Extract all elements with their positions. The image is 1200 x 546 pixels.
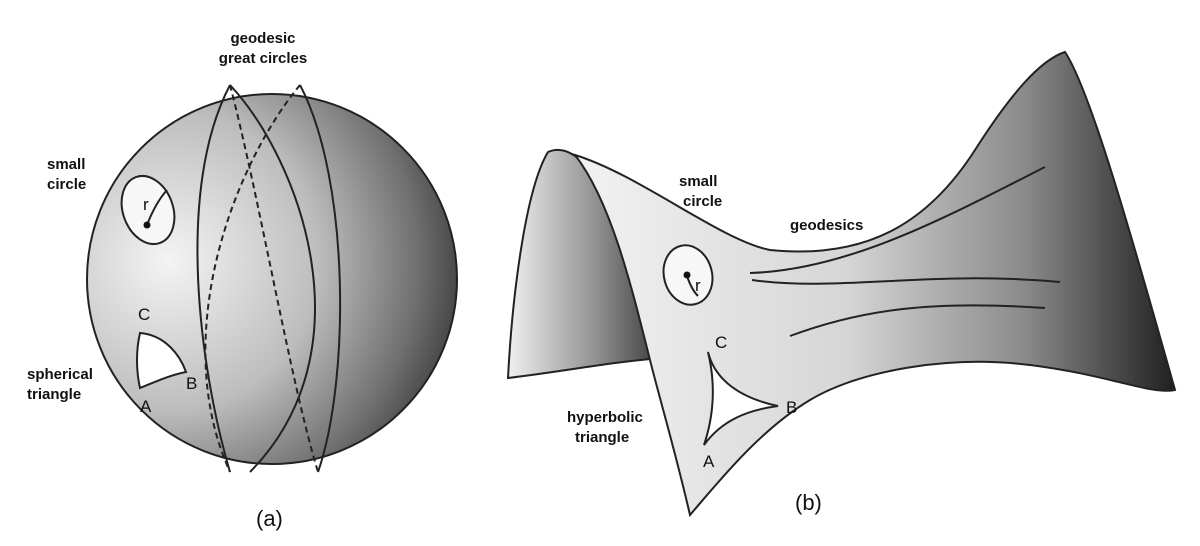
small-circle-label-b1: small xyxy=(679,173,717,190)
vertex-c-b: C xyxy=(715,333,727,352)
vertex-c-a: C xyxy=(138,305,150,324)
great-circle-1-front xyxy=(196,84,231,473)
great-circle-2-front xyxy=(229,84,316,473)
small-circle-label-a1: small xyxy=(47,156,85,173)
panel-b: r C B A small circle geodesics hyperboli… xyxy=(506,50,1177,518)
geodesics-label: geodesics xyxy=(790,217,863,234)
vertex-a-b: A xyxy=(703,452,715,471)
geodesic-label-line1: geodesic xyxy=(230,30,295,47)
radius-label-b: r xyxy=(695,276,701,295)
center-dot-a xyxy=(143,221,151,229)
great-circle-1-back xyxy=(204,84,301,473)
vertex-b-a: B xyxy=(186,374,197,393)
geodesic-line-2 xyxy=(751,277,1061,285)
geodesic-line-1 xyxy=(749,166,1046,274)
great-circle-2-back xyxy=(229,84,319,473)
vertex-b-b: B xyxy=(786,398,797,417)
hyperbolic-triangle-label-2: triangle xyxy=(575,429,629,446)
great-circle-3-front xyxy=(299,84,342,473)
small-circle-label-a2: circle xyxy=(47,176,86,193)
vertex-a-a: A xyxy=(140,397,152,416)
radius-label-a: r xyxy=(143,195,149,214)
geodesic-line-3 xyxy=(789,304,1046,337)
geodesic-label-line2: great circles xyxy=(219,50,307,67)
caption-a: (a) xyxy=(256,506,283,531)
small-circle-a xyxy=(120,175,176,245)
spherical-triangle xyxy=(136,331,188,390)
spherical-triangle-label-1: spherical xyxy=(27,366,93,383)
caption-b: (b) xyxy=(795,490,822,515)
panel-a: r C B A geodesic great circles small cir… xyxy=(27,30,458,531)
center-dot-b xyxy=(683,271,691,279)
small-circle-label-b2: circle xyxy=(683,193,722,210)
spherical-triangle-label-2: triangle xyxy=(27,386,81,403)
hyperbolic-triangle-label-1: hyperbolic xyxy=(567,409,643,426)
hyperbolic-triangle xyxy=(703,351,779,446)
